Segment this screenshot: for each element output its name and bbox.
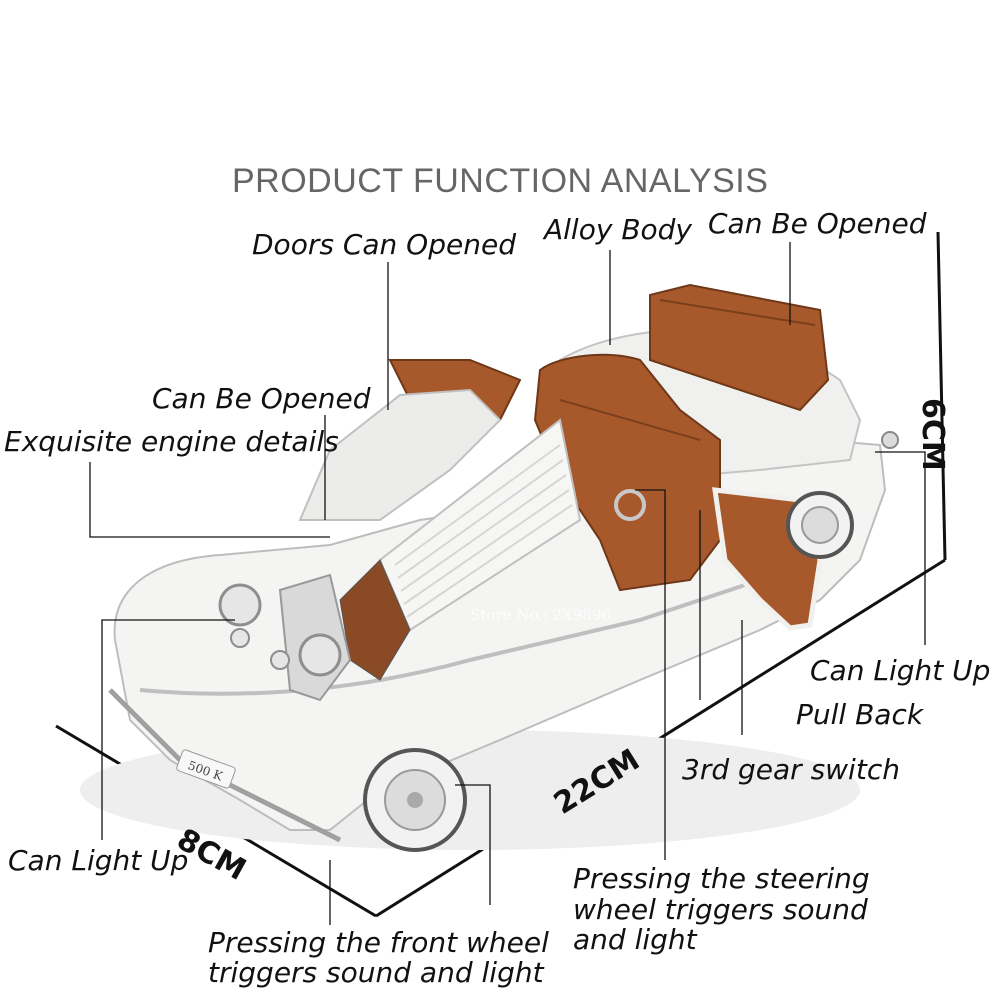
leader-rear-light [875,451,926,645]
rear-light [881,431,899,449]
front-seats [533,353,721,592]
label-alloy-body: Alloy Body [544,213,692,246]
hood-panel-left [298,388,502,521]
rear-wheel [786,491,854,559]
front-bumper [108,688,342,843]
leader-front-wheel-right [455,784,491,905]
store-watermark: Store No.: 2X9896 [470,606,612,624]
hood-vents [394,444,573,618]
height-dimension-line [936,231,947,561]
label-steering-line-3: and light [573,923,697,956]
dimension-height: 6CM [915,398,950,471]
label-trunk-can-be-opened: Can Be Opened [708,207,927,240]
label-rear-can-light-up: Can Light Up [810,654,991,687]
label-front-wheel-line-1: Pressing the front wheel [208,926,549,959]
label-doors-can-opened: Doors Can Opened [252,228,516,261]
steering-wheel [614,489,646,521]
label-front-wheel-line-2: triggers sound and light [208,956,544,989]
label-hood-can-be-opened: Can Be Opened [152,382,371,415]
headlight-right [298,633,342,677]
page-title: PRODUCT FUNCTION ANALYSIS [232,162,769,200]
front-wheel [363,748,467,852]
callout-lines [89,242,926,925]
label-front-can-light-up: Can Light Up [8,844,189,877]
leader-engine [89,462,330,538]
leader-steering [635,489,666,860]
label-steering-line-2: wheel triggers sound [573,893,868,926]
leader-front-light [101,619,235,840]
car-model: 500 K [80,283,899,852]
rear-seat [649,283,830,412]
label-3rd-gear-switch: 3rd gear switch [682,753,900,786]
label-exquisite-engine-details: Exquisite engine details [4,425,339,458]
headlight-left [218,583,262,627]
label-steering-line-1: Pressing the steering [573,862,870,895]
license-plate [176,749,236,789]
label-pull-back: Pull Back [796,698,924,731]
